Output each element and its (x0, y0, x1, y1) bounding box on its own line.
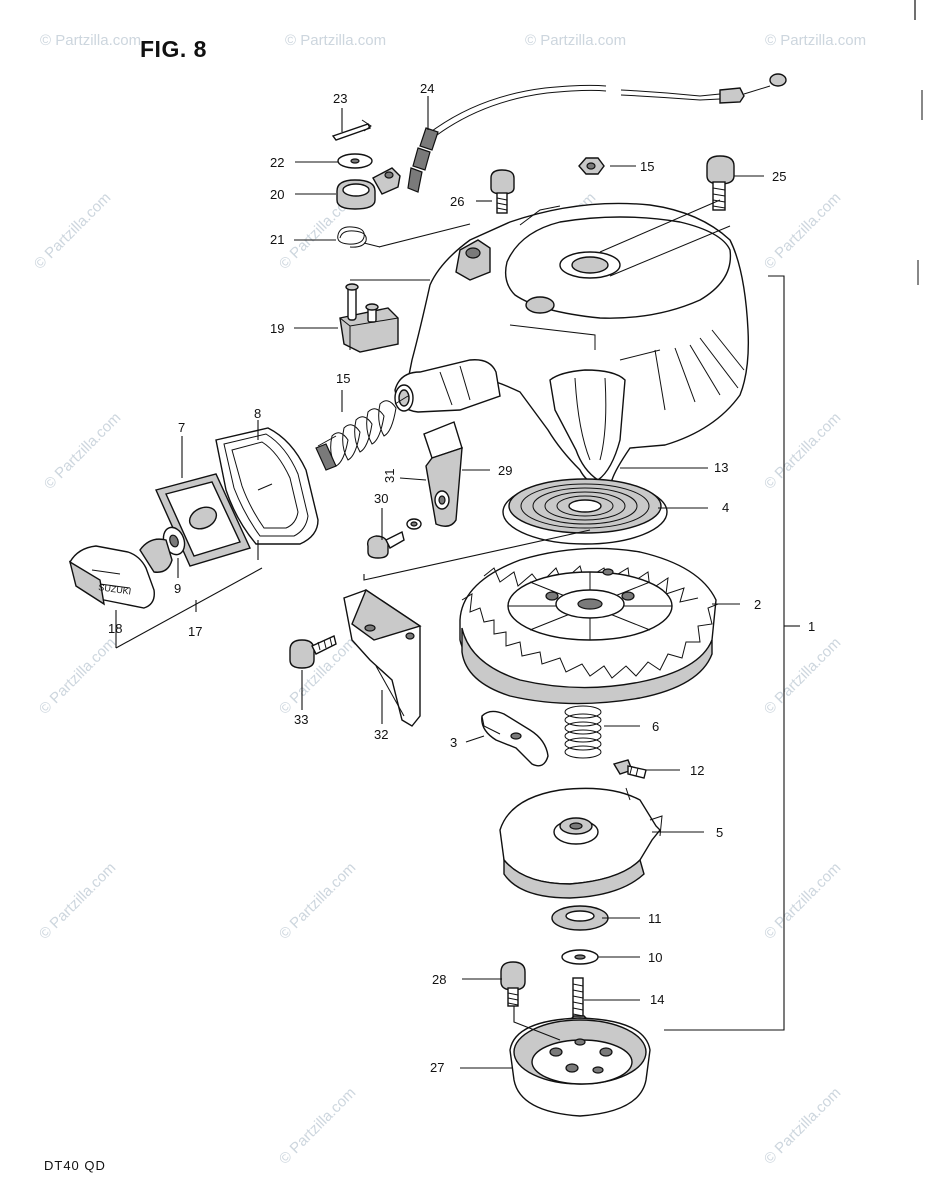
watermark-layer: © Partzilla.com © Partzilla.com © Partzi… (31, 32, 866, 1168)
part-15-nut (578, 157, 605, 175)
part-4-spiral-spring (502, 478, 668, 545)
callout-label: 14 (650, 992, 664, 1007)
callout-label: 5 (716, 825, 723, 840)
callout-label: 19 (270, 321, 284, 336)
callout-label: 21 (270, 232, 284, 247)
callout-label: 7 (178, 420, 185, 435)
leader-lines (115, 96, 800, 1069)
callout-label: 15 (336, 371, 350, 386)
watermark: © Partzilla.com (36, 859, 119, 942)
part-26-bolt (490, 169, 515, 214)
watermark: © Partzilla.com (761, 1084, 844, 1167)
callout-label: 8 (254, 406, 261, 421)
watermark: © Partzilla.com (40, 32, 141, 49)
callout-label: 27 (430, 1060, 444, 1075)
callout-label: 28 (432, 972, 446, 987)
watermark: © Partzilla.com (761, 189, 844, 272)
watermark: © Partzilla.com (36, 634, 119, 717)
part-30-bolt (366, 518, 422, 559)
part-18-handle: SUZUKI (68, 538, 173, 609)
watermark: © Partzilla.com (31, 189, 114, 272)
part-20-clamp (336, 167, 401, 210)
part-2-reel (459, 547, 719, 705)
watermark: © Partzilla.com (525, 32, 626, 49)
callout-labels: 1 2 3 4 5 6 7 8 9 10 11 12 13 14 15 15 1… (108, 81, 815, 1075)
watermark: © Partzilla.com (761, 634, 844, 717)
watermark: © Partzilla.com (276, 859, 359, 942)
callout-label: 32 (374, 727, 388, 742)
callout-label: 23 (333, 91, 347, 106)
callout-label: 1 (808, 619, 815, 634)
watermark: © Partzilla.com (765, 32, 866, 49)
callout-label: 18 (108, 621, 122, 636)
model-code: DT40 QD (44, 1158, 106, 1173)
part-7-plate (155, 473, 251, 567)
callout-label: 33 (294, 712, 308, 727)
part-24-cable (407, 73, 787, 193)
part-19-stopper (339, 283, 399, 353)
part-11-washer (551, 905, 609, 931)
part-3-pawl (481, 710, 549, 767)
watermark: © Partzilla.com (761, 409, 844, 492)
callout-label: 12 (690, 763, 704, 778)
part-21-spring (337, 226, 381, 248)
part-8-boot (215, 427, 319, 545)
part-32-bracket (343, 588, 422, 727)
part-1-starter-housing (394, 199, 749, 489)
callout-label: 17 (188, 624, 202, 639)
part-16-spring (315, 395, 409, 471)
callout-label: 24 (420, 81, 434, 96)
part-33-bolt (289, 635, 337, 669)
callout-label: 3 (450, 735, 457, 750)
callout-label: 20 (270, 187, 284, 202)
callout-label: 31 (382, 469, 397, 483)
callout-label: 30 (374, 491, 388, 506)
callout-label: 6 (652, 719, 659, 734)
part-27-cup (509, 1017, 651, 1117)
part-6-spring (564, 705, 602, 759)
part-5-guide (499, 787, 663, 899)
watermark: © Partzilla.com (276, 1084, 359, 1167)
callout-label: 11 (648, 911, 662, 926)
watermark: © Partzilla.com (285, 32, 386, 49)
part-29-lever (423, 421, 463, 527)
callout-label: 4 (722, 500, 729, 515)
figure-title: FIG. 8 (140, 36, 207, 62)
callout-label: 15 (640, 159, 654, 174)
watermark: © Partzilla.com (41, 409, 124, 492)
part-12-screw (612, 759, 647, 779)
callout-label: 10 (648, 950, 662, 965)
part-25-bolt (706, 155, 735, 211)
watermark: © Partzilla.com (761, 859, 844, 942)
callout-label: 26 (450, 194, 464, 209)
callout-label: 22 (270, 155, 284, 170)
callout-label: 25 (772, 169, 786, 184)
page-edge-marks (914, 0, 923, 285)
part-22-washer (337, 153, 373, 169)
part-23-pin (331, 119, 372, 141)
callout-label: 2 (754, 597, 761, 612)
part-10-washer (561, 949, 599, 965)
callout-label: 9 (174, 581, 181, 596)
callout-label: 13 (714, 460, 728, 475)
svg-text:SUZUKI: SUZUKI (98, 582, 132, 596)
part-28-bolt (500, 961, 526, 1007)
callout-label: 29 (498, 463, 512, 478)
